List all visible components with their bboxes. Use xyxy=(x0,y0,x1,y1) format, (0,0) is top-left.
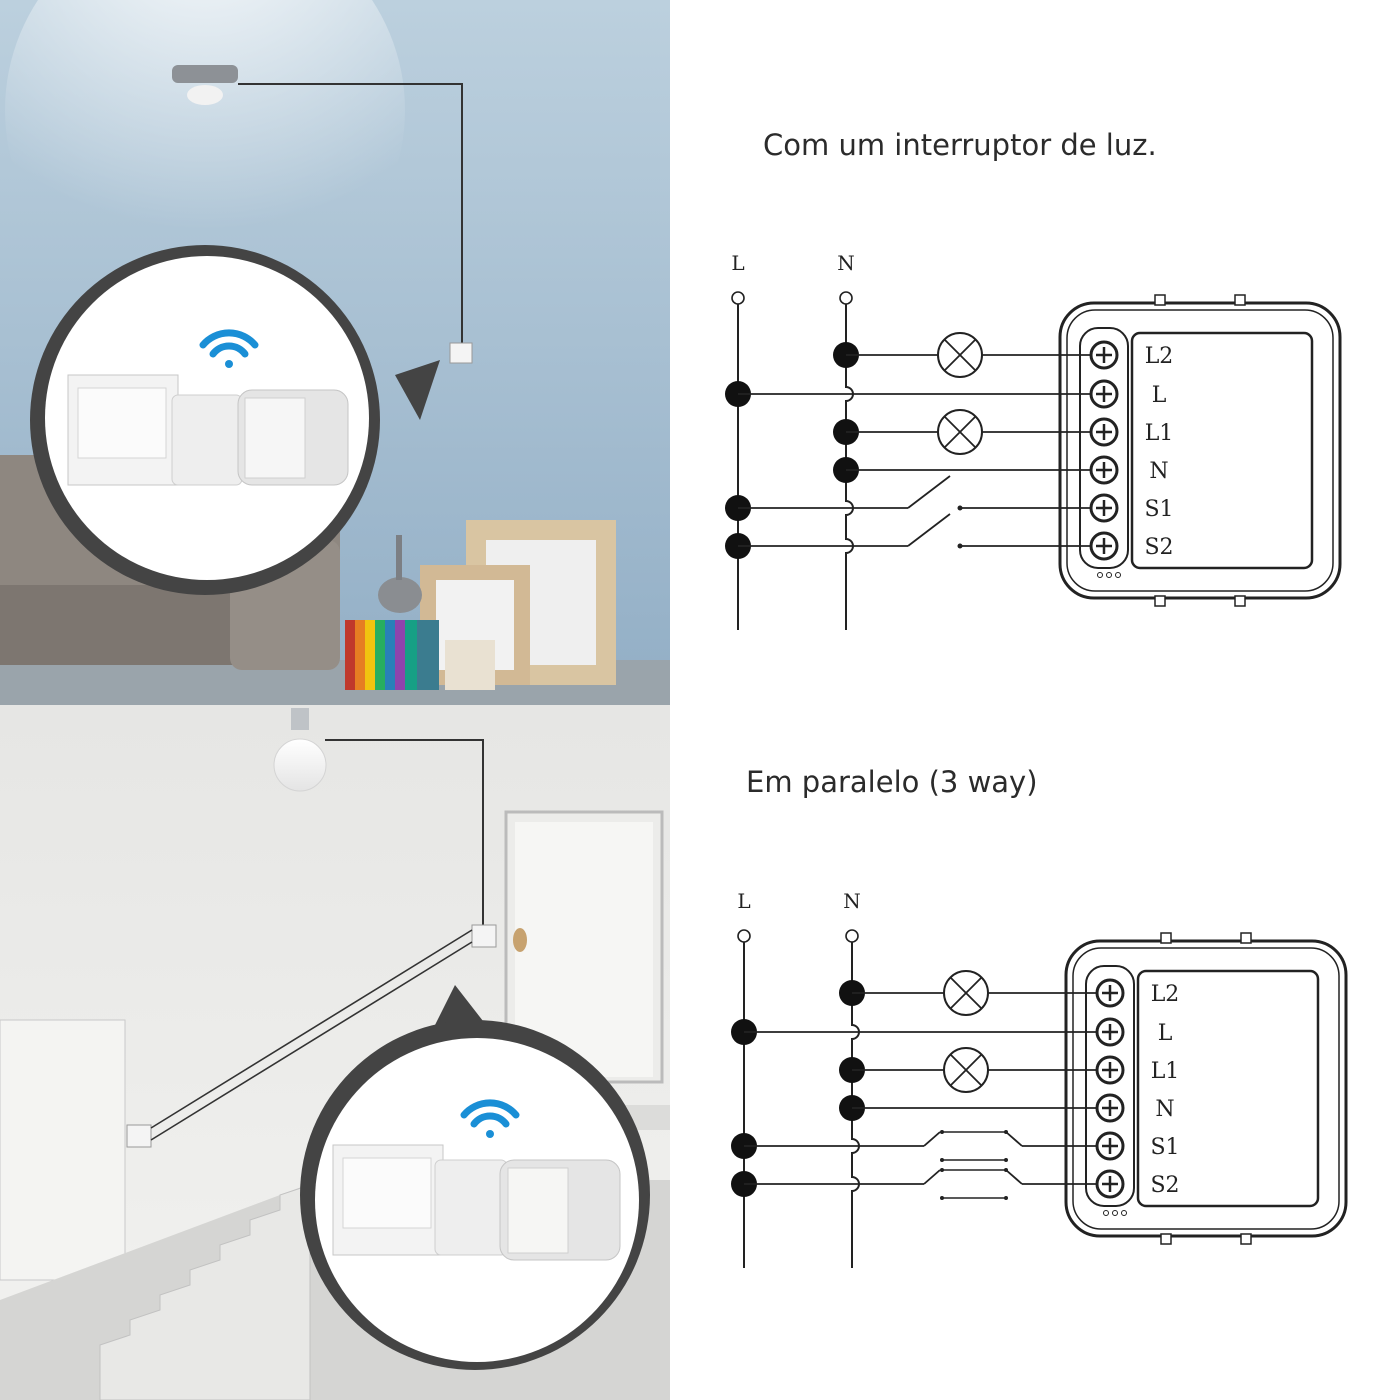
indicator-dot xyxy=(1106,572,1112,578)
diagram-title-3way: Em paralelo (3 way) xyxy=(746,765,1038,799)
lamp-cross xyxy=(950,1054,982,1086)
diagram-title-single: Com um interruptor de luz. xyxy=(763,128,1157,162)
wall-switch-icon xyxy=(126,1124,152,1148)
indicator-dot xyxy=(1121,1210,1127,1216)
traveler-wires xyxy=(150,929,473,1141)
lamp-wire xyxy=(238,83,463,345)
switch-module-inner xyxy=(1066,309,1334,592)
line-label-l: L xyxy=(731,251,744,275)
switch-module-inner xyxy=(1072,947,1340,1230)
terminal-label-l1: L1 xyxy=(1145,421,1174,446)
line-label-l: L xyxy=(737,889,750,913)
module-tab xyxy=(1154,595,1166,607)
bulb-wire xyxy=(325,739,484,925)
open-terminal xyxy=(839,291,853,305)
switch-terminal xyxy=(1004,1158,1008,1162)
module-tab xyxy=(1240,1233,1252,1245)
indicator-dot xyxy=(1112,1210,1118,1216)
module-tab xyxy=(1234,595,1246,607)
wifi-icon xyxy=(460,1099,520,1138)
module-label-panel xyxy=(1130,331,1314,570)
lamp-cross xyxy=(944,339,976,371)
terminal-label-l2: L2 xyxy=(1151,982,1180,1007)
switch-contact xyxy=(1005,1131,1023,1147)
indicator-dot xyxy=(1097,572,1103,578)
module-tab xyxy=(1160,932,1172,944)
wall-switch-icon xyxy=(449,342,473,364)
wifi-icon xyxy=(199,329,259,368)
callout-bubble-bottom xyxy=(300,985,650,1370)
living-room-scene xyxy=(0,0,670,705)
light-bulb-icon xyxy=(273,708,327,792)
terminal-label-s1: S1 xyxy=(1144,497,1173,522)
line-label-n: N xyxy=(843,889,861,913)
open-terminal xyxy=(737,929,751,943)
switch-module-icon xyxy=(332,1144,621,1261)
switch-contact xyxy=(923,1169,941,1185)
module-tab xyxy=(1240,932,1252,944)
wall-switch-icon xyxy=(471,924,497,948)
open-terminal xyxy=(731,291,745,305)
switch-terminal xyxy=(1004,1196,1008,1200)
terminal-label-n: N xyxy=(1155,1097,1174,1122)
line-label-n: N xyxy=(837,251,855,275)
indicator-dot xyxy=(1103,1210,1109,1216)
ceiling-lamp-icon xyxy=(172,65,238,105)
module-tab xyxy=(1234,294,1246,306)
switch-module-icon xyxy=(67,374,349,486)
terminal-label-s1: S1 xyxy=(1150,1135,1179,1160)
module-label-panel xyxy=(1136,969,1320,1208)
terminal-label-l: L xyxy=(1158,1021,1173,1046)
terminal-label-s2: S2 xyxy=(1144,535,1173,560)
indicator-dot xyxy=(1115,572,1121,578)
switch-contact xyxy=(1005,1169,1023,1185)
callout-bubble-top xyxy=(30,245,440,595)
open-terminal xyxy=(845,929,859,943)
terminal-label-s2: S2 xyxy=(1150,1173,1179,1198)
terminal-label-n: N xyxy=(1149,459,1168,484)
terminal-label-l: L xyxy=(1152,383,1167,408)
module-tab xyxy=(1160,1233,1172,1245)
terminal-label-l1: L1 xyxy=(1151,1059,1180,1084)
lamp-cross xyxy=(944,416,976,448)
switch-contact xyxy=(907,475,951,509)
lamp-cross xyxy=(950,977,982,1009)
module-tab xyxy=(1154,294,1166,306)
switch-contact xyxy=(923,1131,941,1147)
switch-contact xyxy=(907,513,951,547)
terminal-label-l2: L2 xyxy=(1145,344,1174,369)
